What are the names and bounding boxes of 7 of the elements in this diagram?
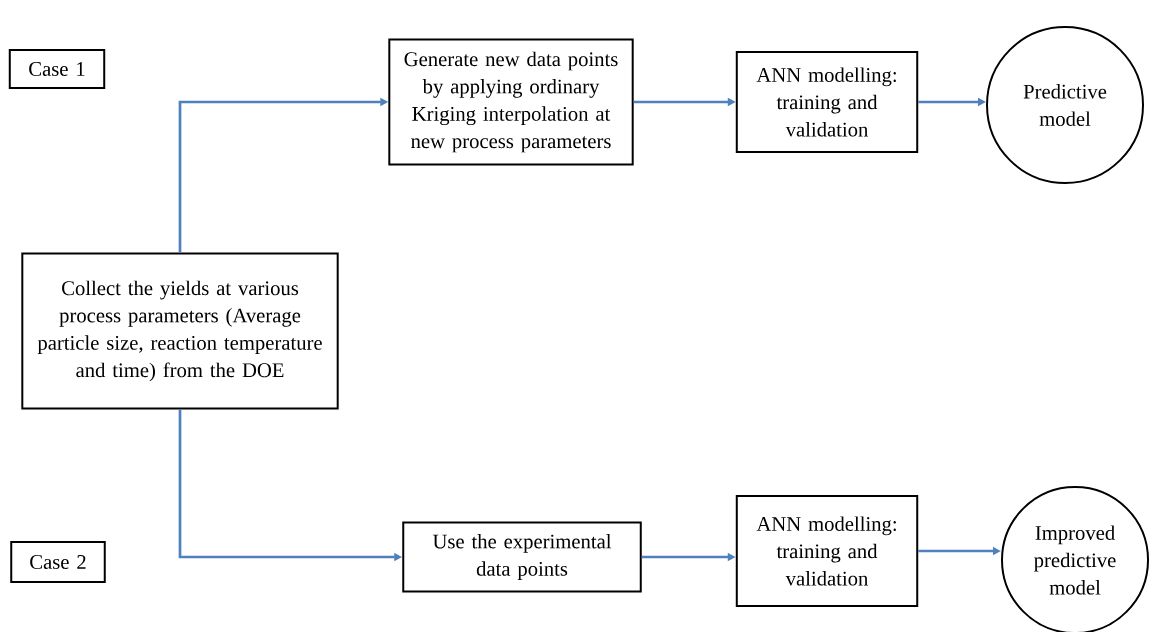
case-label-box: Case 1 [8, 49, 106, 89]
process-box: ANN modelling: training and validation [735, 495, 919, 607]
process-box: Collect the yields at various process parameters (Average particle size, reaction temperature and time) from the DOE [21, 252, 339, 410]
process-box: Generate new data points by applying ordinary Kriging interpolation at new process parameters [388, 38, 634, 166]
process-box: Use the experimental data points [402, 521, 642, 593]
case-label-box: Case 2 [10, 541, 106, 583]
process-box: ANN modelling: training and validation [735, 51, 919, 153]
